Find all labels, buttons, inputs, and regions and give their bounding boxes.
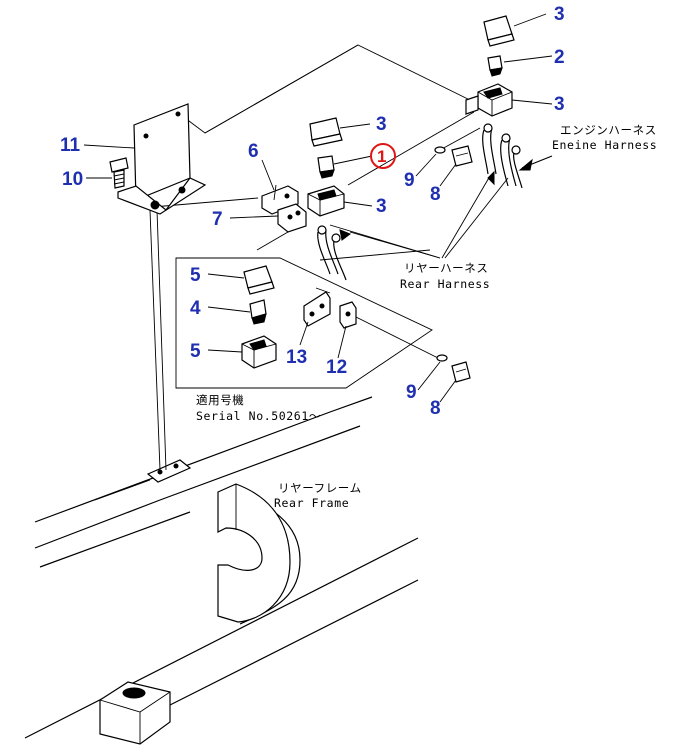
rear-frame-label-jp: リヤーフレーム [278, 481, 362, 495]
washer-9-top [434, 146, 446, 154]
leader-lines [149, 44, 481, 471]
callout-9: 9 [406, 382, 417, 403]
relay-cover-top [483, 15, 515, 47]
callout-4: 4 [190, 298, 201, 319]
text-labels: エンジンハーネス Eneine Harness リヤーハーネス Rear Har… [196, 123, 657, 510]
callout-1-highlight-ring [370, 143, 396, 169]
callout-8: 8 [430, 398, 441, 419]
bolt-8-top [451, 145, 473, 167]
callout-3: 3 [376, 114, 387, 135]
relay-base-top [465, 83, 513, 117]
callout-13: 13 [286, 347, 307, 368]
callout-10: 10 [62, 169, 83, 190]
callout-9: 9 [404, 170, 415, 191]
bolt-10 [109, 157, 129, 189]
bolt-8-lower [451, 361, 471, 383]
callout-numbers: 3 2 3 3 1 3 6 7 11 10 9 8 5 4 5 13 12 9 … [60, 4, 565, 419]
callout-5: 5 [190, 265, 201, 286]
callout-2: 2 [554, 47, 565, 68]
rear-frame-label-en: Rear Frame [274, 496, 349, 510]
engine-harness-cables [482, 123, 553, 189]
callout-7: 7 [212, 209, 223, 230]
callout-8: 8 [430, 184, 441, 205]
callout-12: 12 [326, 357, 347, 378]
callout-11: 11 [60, 135, 81, 156]
callout-3: 3 [376, 196, 387, 217]
bracket-13 [303, 291, 331, 327]
engine-harness-label-jp: エンジンハーネス [560, 123, 657, 137]
callout-3: 3 [554, 4, 565, 25]
relay-4 [249, 299, 267, 325]
rear-harness-cables [317, 170, 509, 281]
relay-cover-center [309, 117, 343, 147]
serial-label-jp: 適用号機 [196, 393, 244, 407]
rear-harness-label-en: Rear Harness [400, 277, 490, 291]
bracket-12 [339, 301, 357, 329]
callout-3: 3 [554, 94, 565, 115]
engine-harness-label-en: Eneine Harness [552, 138, 657, 152]
relay-base-lower [241, 335, 277, 369]
relay-cover-lower [243, 265, 275, 295]
rear-harness-label-jp: リヤーハーネス [404, 261, 488, 275]
rear-frame [24, 396, 419, 745]
relay-1 [317, 155, 335, 179]
bracket-11 [117, 103, 207, 215]
relay-2 [487, 55, 503, 77]
callout-leaders [83, 13, 553, 403]
serial-label-en: Serial No.50261～ [196, 409, 321, 423]
relay-base-center [307, 185, 345, 217]
callout-1: 1 [377, 147, 386, 166]
callout-5: 5 [190, 341, 201, 362]
bracket-7 [277, 203, 307, 233]
callout-6: 6 [248, 141, 259, 162]
washer-9-lower [436, 354, 448, 362]
